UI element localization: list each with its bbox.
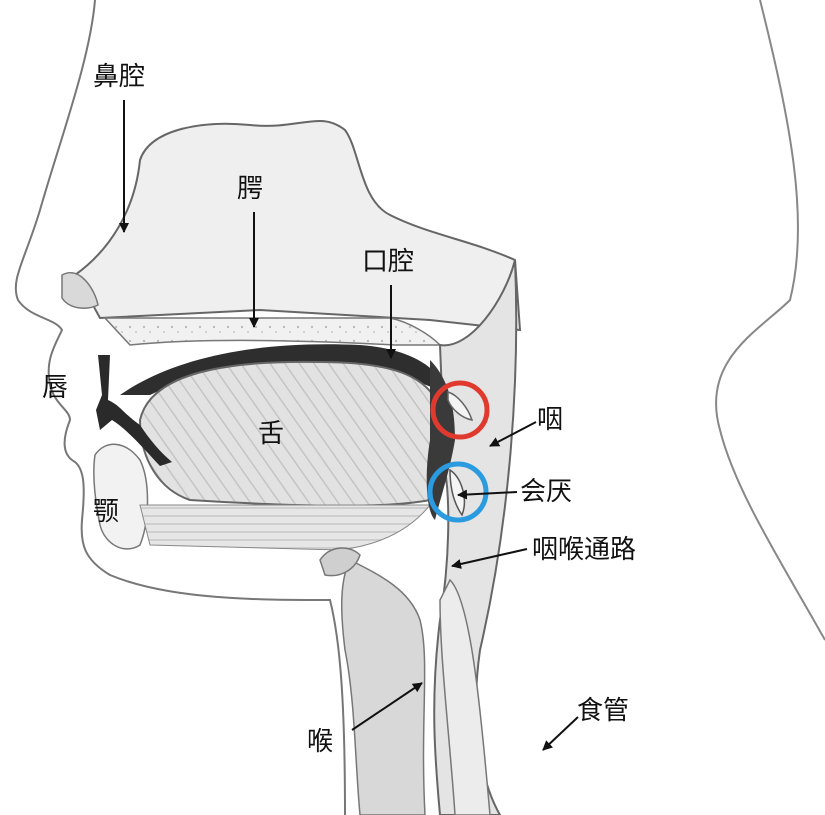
epiglottis-highlight-circle [427,461,489,523]
lip-dark-line [96,355,172,466]
label-jaw: 颚 [93,497,120,527]
arrow-epiglottis [457,489,518,500]
label-epiglottis: 会厌 [520,477,573,507]
jaw-muscles [139,504,432,551]
nasal-concha [61,272,99,309]
esophagus-tube [439,578,491,815]
oral-cavity-roof [120,344,445,395]
palate-bone [103,317,442,346]
label-lip: 唇 [42,373,69,403]
label-pharyngolaryngeal-passage: 咽喉通路 [532,535,637,565]
jaw-bone [93,443,149,550]
face-profile-outline [14,0,346,815]
label-pharynx: 咽 [537,405,564,435]
uvula-highlight-circle [430,380,490,440]
label-larynx: 喉 [307,727,334,757]
tongue-shape [138,360,443,507]
back-of-neck-outline [715,0,825,641]
arrow-pharyngolaryngeal-passage [451,548,528,569]
hyoid-bone [319,547,361,577]
label-tongue: 舌 [258,419,285,449]
label-nasal-cavity: 鼻腔 [93,62,146,92]
arrow-pharynx [489,421,537,447]
label-oral-cavity: 口腔 [362,247,415,277]
label-esophagus: 食管 [577,696,630,726]
arrow-esophagus [542,716,579,751]
nasal-cavity-shape [73,119,522,332]
label-palate: 腭 [237,174,264,204]
larynx-shape [340,558,426,815]
arrow-larynx [351,682,423,731]
uvula [447,390,474,421]
